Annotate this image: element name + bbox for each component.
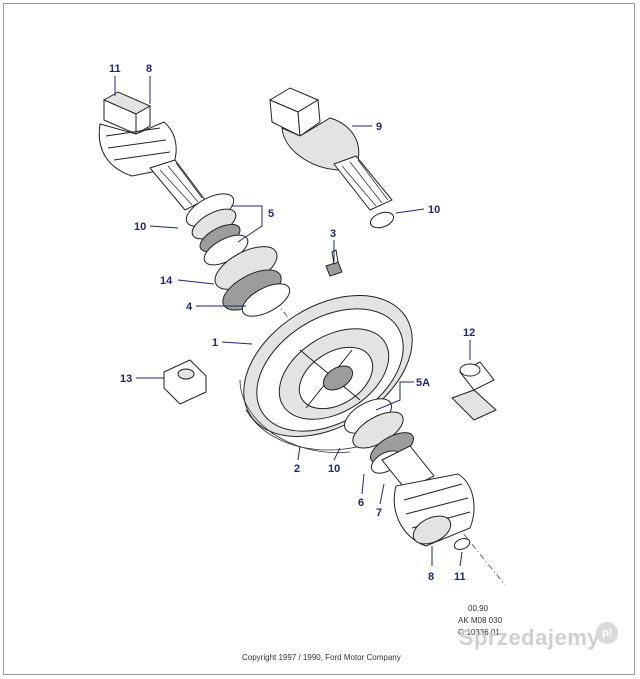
- callout-3: 3: [330, 228, 336, 240]
- universal-yoke-part-12: [451, 361, 497, 421]
- callout-5: 5: [268, 208, 274, 220]
- callout-13: 13: [120, 373, 132, 385]
- ref-line-1: 00.90: [468, 604, 489, 613]
- callout-12: 12: [463, 327, 475, 339]
- callout-10-bottom: 10: [328, 463, 340, 475]
- leader-lines: [114, 76, 471, 567]
- callout-5a: 5A: [416, 377, 430, 389]
- upper-bearing-stack: [185, 193, 291, 317]
- callout-1: 1: [212, 337, 218, 349]
- callout-4: 4: [186, 301, 193, 313]
- ref-line-2: AK M08 030: [458, 616, 503, 625]
- diagram-frame: [3, 3, 635, 675]
- lower-cv-joint: [381, 445, 475, 550]
- callout-8-top: 8: [146, 63, 152, 75]
- clamp-part-13: [163, 359, 207, 405]
- callout-9: 9: [376, 121, 382, 133]
- callout-14: 14: [160, 275, 173, 287]
- watermark-text: Sprzedajemy: [458, 625, 600, 650]
- callout-7: 7: [376, 507, 382, 519]
- callout-11-top: 11: [109, 63, 121, 75]
- callout-6: 6: [358, 497, 364, 509]
- upper-left-cv-joint: [98, 91, 206, 211]
- right-stub-shaft: [268, 87, 395, 229]
- callout-11-bottom: 11: [454, 571, 466, 583]
- callout-labels: 11 8 9 10 10 5 3 14 4 1 12 13 5A 2 10 6 …: [109, 63, 475, 583]
- reference-codes: 00.90 AK M08 030 G 10336 01: [458, 604, 503, 637]
- callout-8-bottom: 8: [428, 571, 434, 583]
- callout-10-right: 10: [428, 204, 440, 216]
- watermark-badge: pl: [596, 622, 618, 644]
- ref-line-3: G 10336 01: [458, 628, 500, 637]
- copyright-text: Copyright 1997 / 1990, Ford Motor Compan…: [242, 653, 401, 662]
- callout-2: 2: [294, 463, 300, 475]
- callout-10-left: 10: [134, 221, 146, 233]
